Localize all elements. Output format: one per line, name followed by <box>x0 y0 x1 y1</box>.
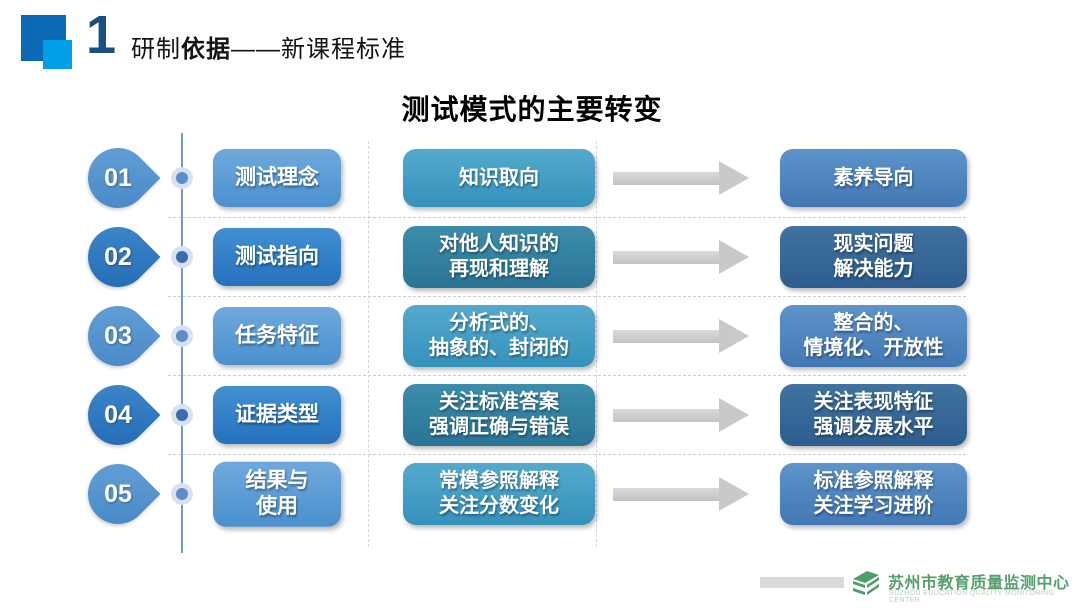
arrow-shaft <box>613 250 719 264</box>
timeline-dot <box>171 483 193 505</box>
arrow-head <box>719 240 749 274</box>
slide-title: 测试模式的主要转变 <box>401 94 663 125</box>
row-label: 证据类型 <box>235 402 319 426</box>
row-label-box: 任务特征 <box>213 307 341 365</box>
org-name-en: SUZHOU EDUCATION QUALITY MONITORING CENT… <box>889 590 1055 604</box>
source-state: 分析式的、 抽象的、封闭的 <box>429 312 569 359</box>
arrow-right-icon <box>613 319 758 353</box>
row-number: 05 <box>104 479 132 508</box>
arrow-right-icon <box>613 398 758 432</box>
section-number: 1 <box>86 5 117 65</box>
source-state-box: 分析式的、 抽象的、封闭的 <box>403 305 595 367</box>
arrow-right-icon <box>613 161 758 195</box>
grid-vline <box>596 141 597 547</box>
table-row: 01 测试理念 知识取向 素养导向 <box>0 135 1080 221</box>
row-number-badge: 05 <box>75 451 161 537</box>
timeline-dot <box>171 404 193 426</box>
row-label-box: 测试指向 <box>213 228 341 286</box>
arrow-head <box>719 398 749 432</box>
row-label: 测试理念 <box>235 165 319 189</box>
grid-hline <box>168 217 966 218</box>
row-number-badge: 03 <box>75 293 161 379</box>
footer-divider-bar <box>760 577 844 588</box>
header-square-light <box>43 40 72 69</box>
row-number-badge: 04 <box>75 372 161 458</box>
arrow-right-icon <box>613 240 758 274</box>
row-label: 测试指向 <box>235 244 319 268</box>
target-state-box: 素养导向 <box>780 149 967 207</box>
source-state-box: 常模参照解释 关注分数变化 <box>403 463 595 525</box>
org-name: 苏州市教育质量监测中心 <box>888 575 1070 592</box>
section-title-emphasis: 依据 <box>181 36 231 63</box>
row-number: 03 <box>104 321 132 350</box>
arrow-head <box>719 319 749 353</box>
section-title: 研制依据——新课程标准 <box>131 29 406 64</box>
source-state-box: 对他人知识的 再现和理解 <box>403 226 595 288</box>
book-logo-icon <box>853 571 879 595</box>
source-state: 关注标准答案 强调正确与错误 <box>429 391 569 438</box>
grid-hline <box>168 454 966 455</box>
row-number: 02 <box>104 242 132 271</box>
arrow-head <box>719 477 749 511</box>
table-row: 02 测试指向 对他人知识的 再现和理解 现实问题 解决能力 <box>0 214 1080 300</box>
source-state-box: 关注标准答案 强调正确与错误 <box>403 384 595 446</box>
arrow-shaft <box>613 171 719 185</box>
grid-hline <box>168 375 966 376</box>
timeline-dot <box>171 167 193 189</box>
arrow-head <box>719 161 749 195</box>
table-row: 04 证据类型 关注标准答案 强调正确与错误 关注表现特征 强调发展水平 <box>0 372 1080 458</box>
row-label: 结果与 使用 <box>245 468 309 518</box>
target-state: 素养导向 <box>833 166 914 189</box>
arrow-shaft <box>613 487 719 501</box>
grid-vline <box>368 141 369 547</box>
row-number-badge: 01 <box>75 135 161 221</box>
timeline-dot <box>171 325 193 347</box>
target-state-box: 标准参照解释 关注学习进阶 <box>780 463 967 525</box>
arrow-right-icon <box>613 477 758 511</box>
grid-hline <box>168 296 966 297</box>
target-state-box: 关注表现特征 强调发展水平 <box>780 384 967 446</box>
target-state: 整合的、 情境化、开放性 <box>803 312 944 359</box>
target-state-box: 现实问题 解决能力 <box>780 226 967 288</box>
arrow-shaft <box>613 408 719 422</box>
target-state-box: 整合的、 情境化、开放性 <box>780 305 967 367</box>
source-state: 常模参照解释 关注分数变化 <box>439 470 559 517</box>
target-state: 标准参照解释 关注学习进阶 <box>813 470 934 517</box>
section-title-prefix: 研制 <box>131 36 181 63</box>
source-state: 知识取向 <box>459 166 539 189</box>
source-state-box: 知识取向 <box>403 149 595 207</box>
arrow-shaft <box>613 329 719 343</box>
target-state: 现实问题 解决能力 <box>833 233 914 280</box>
target-state: 关注表现特征 强调发展水平 <box>813 391 934 438</box>
source-state: 对他人知识的 再现和理解 <box>439 233 559 280</box>
row-label-box: 结果与 使用 <box>213 461 341 527</box>
row-label-box: 测试理念 <box>213 149 341 207</box>
timeline-dot <box>171 246 193 268</box>
row-number: 04 <box>104 400 132 429</box>
row-label-box: 证据类型 <box>213 386 341 444</box>
row-number-badge: 02 <box>75 214 161 300</box>
section-title-suffix: ——新课程标准 <box>231 36 406 63</box>
row-number: 01 <box>104 163 132 192</box>
row-label: 任务特征 <box>235 323 319 347</box>
table-row: 05 结果与 使用 常模参照解释 关注分数变化 标准参照解释 关注学习进阶 <box>0 451 1080 537</box>
table-row: 03 任务特征 分析式的、 抽象的、封闭的 整合的、 情境化、开放性 <box>0 293 1080 379</box>
